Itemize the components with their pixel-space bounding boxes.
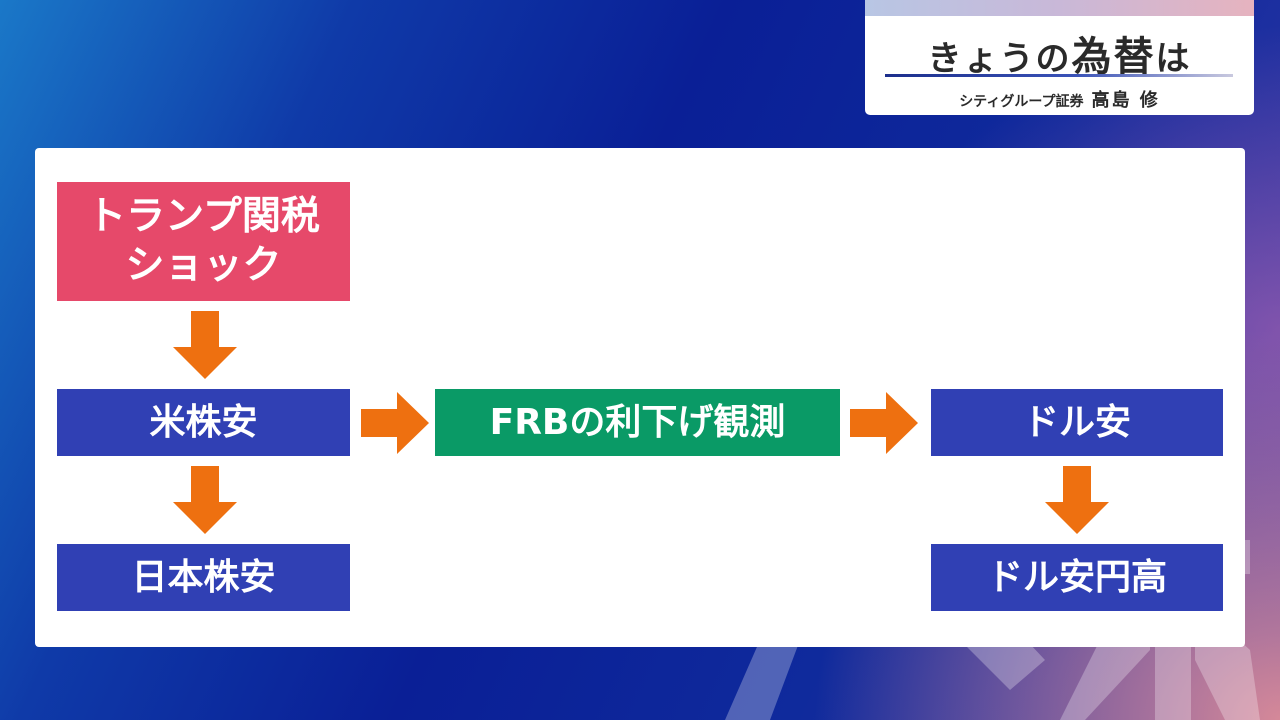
arrow-down-icon: [173, 311, 237, 379]
title-divider: [885, 74, 1233, 77]
title-prefix: きょうの: [927, 39, 1072, 79]
node-tariff-shock: トランプ関税 ショック: [57, 182, 350, 301]
node-dollar-down-label: ドル安: [1022, 402, 1131, 443]
arrow-right-icon: [850, 392, 918, 454]
node-us-stocks-down: 米株安: [57, 389, 350, 456]
arrow-right-icon: [361, 392, 429, 454]
program-title-card: きょうの為替は シティグループ証券高島 修: [865, 0, 1254, 115]
node-dollar-down-yen-up-label: ドル安円高: [986, 557, 1167, 598]
node-frb-rate-cut-label: FRBの利下げ観測: [489, 402, 786, 443]
program-title: きょうの為替は: [865, 24, 1254, 82]
node-japan-stocks-down: 日本株安: [57, 544, 350, 611]
node-us-stocks-down-label: 米株安: [149, 402, 258, 443]
node-tariff-shock-label: トランプ関税 ショック: [87, 193, 320, 288]
node-japan-stocks-down-label: 日本株安: [131, 557, 276, 598]
arrow-down-icon: [1045, 466, 1109, 534]
title-card-top-strip: [865, 0, 1254, 16]
guest-name: 高島 修: [1091, 90, 1160, 111]
guest-byline: シティグループ証券高島 修: [865, 86, 1254, 112]
title-highlight: 為替: [1071, 34, 1156, 80]
node-dollar-down: ドル安: [931, 389, 1223, 456]
node-frb-rate-cut: FRBの利下げ観測: [435, 389, 840, 456]
title-suffix: は: [1155, 39, 1192, 79]
node-dollar-down-yen-up: ドル安円高: [931, 544, 1223, 611]
flow-diagram-panel: トランプ関税 ショック 米株安 日本株安 FRBの利下げ観測 ドル安 ドル安円高: [35, 148, 1245, 647]
arrow-down-icon: [173, 466, 237, 534]
guest-company: シティグループ証券: [959, 94, 1084, 110]
